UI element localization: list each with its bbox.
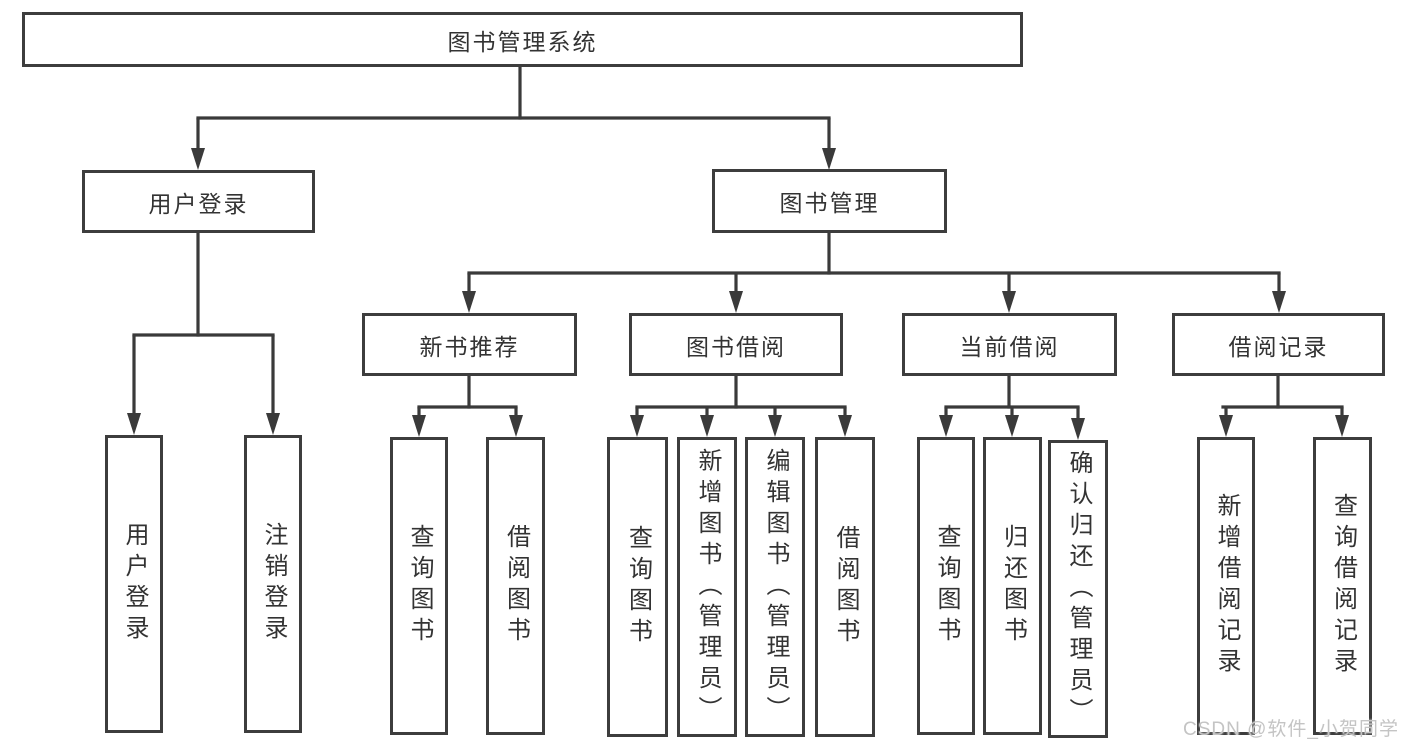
leaf-query-books-recommend: 查询图书	[390, 437, 448, 735]
arrowhead-icon	[1272, 291, 1286, 313]
node-label: 图书借阅	[686, 333, 786, 360]
node-label: 当前借阅	[959, 333, 1060, 360]
arrowhead-icon	[729, 291, 743, 313]
node-library-management-system: 图书管理系统	[22, 12, 1023, 67]
arrowhead-icon	[266, 413, 280, 435]
csdn-watermark: CSDN @软件_小贺同学	[1183, 719, 1399, 740]
node-current-borrowing: 当前借阅	[902, 313, 1117, 376]
node-new-book-recommendation: 新书推荐	[362, 313, 577, 376]
node-label: 新书推荐	[419, 333, 520, 360]
node-book-management: 图书管理	[712, 169, 947, 233]
node-label: 查询图书	[933, 524, 960, 648]
node-label: 用户登录	[148, 190, 249, 217]
node-label: 新增图书（管理员）	[694, 447, 721, 727]
arrowhead-icon	[1335, 415, 1349, 437]
node-label: 新增借阅记录	[1213, 493, 1240, 679]
node-user-login: 用户登录	[82, 170, 315, 233]
node-label: 借阅图书	[502, 524, 530, 648]
node-label: 用户登录	[121, 522, 148, 646]
node-label: 借阅图书	[832, 525, 859, 649]
arrowhead-icon	[127, 413, 141, 435]
arrowhead-icon	[462, 291, 476, 313]
leaf-return-books: 归还图书	[983, 437, 1042, 735]
arrowhead-icon	[412, 415, 426, 437]
arrowhead-icon	[1219, 415, 1233, 437]
node-label: 图书管理系统	[447, 28, 598, 55]
leaf-confirm-return-admin: 确认归还（管理员）	[1048, 440, 1108, 738]
leaf-add-book-admin: 新增图书（管理员）	[677, 437, 737, 737]
node-label: 确认归还（管理员）	[1065, 449, 1092, 729]
node-label: 图书管理	[779, 190, 880, 216]
node-book-borrowing: 图书借阅	[629, 313, 843, 376]
arrowhead-icon	[1002, 291, 1016, 313]
leaf-user-login: 用户登录	[105, 435, 163, 733]
node-borrowing-records: 借阅记录	[1172, 313, 1385, 376]
arrowhead-icon	[822, 148, 836, 170]
node-label: 借阅记录	[1228, 333, 1329, 360]
arrowhead-icon	[630, 415, 644, 437]
leaf-add-borrow-record: 新增借阅记录	[1197, 437, 1255, 735]
leaf-logout: 注销登录	[244, 435, 302, 733]
arrowhead-icon	[939, 415, 953, 437]
arrowhead-icon	[1005, 415, 1019, 437]
arrowhead-icon	[700, 415, 714, 437]
leaf-query-books-borrow: 查询图书	[607, 437, 668, 737]
node-label: 注销登录	[260, 522, 287, 646]
arrowhead-icon	[768, 415, 782, 437]
node-label: 查询图书	[624, 525, 652, 649]
leaf-query-borrow-record: 查询借阅记录	[1313, 437, 1372, 735]
leaf-edit-book-admin: 编辑图书（管理员）	[745, 437, 805, 737]
node-label: 查询借阅记录	[1329, 493, 1357, 679]
arrowhead-icon	[838, 415, 852, 437]
leaf-borrow-books-recommend: 借阅图书	[486, 437, 545, 735]
node-label: 查询图书	[406, 524, 433, 648]
leaf-query-books-current: 查询图书	[917, 437, 975, 735]
node-label: 归还图书	[999, 524, 1027, 648]
leaf-borrow-books: 借阅图书	[815, 437, 875, 737]
node-label: 编辑图书（管理员）	[762, 447, 789, 727]
arrowhead-icon	[1071, 418, 1085, 440]
arrowhead-icon	[191, 148, 205, 170]
arrowhead-icon	[509, 415, 523, 437]
